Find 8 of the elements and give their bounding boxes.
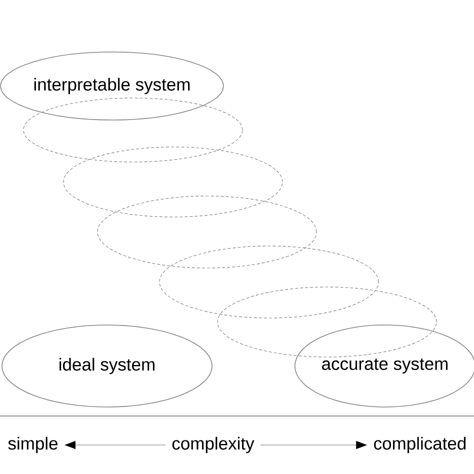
dashed-ellipse [97, 196, 317, 268]
dashed-ellipse [63, 146, 283, 218]
dashed-ellipse [23, 98, 243, 162]
dashed-ellipse [159, 246, 379, 318]
dashed-ellipse [217, 286, 437, 358]
axis-label: complicated [374, 436, 466, 454]
axis-label: simple [8, 436, 58, 454]
axis-label: complexity [172, 436, 254, 454]
